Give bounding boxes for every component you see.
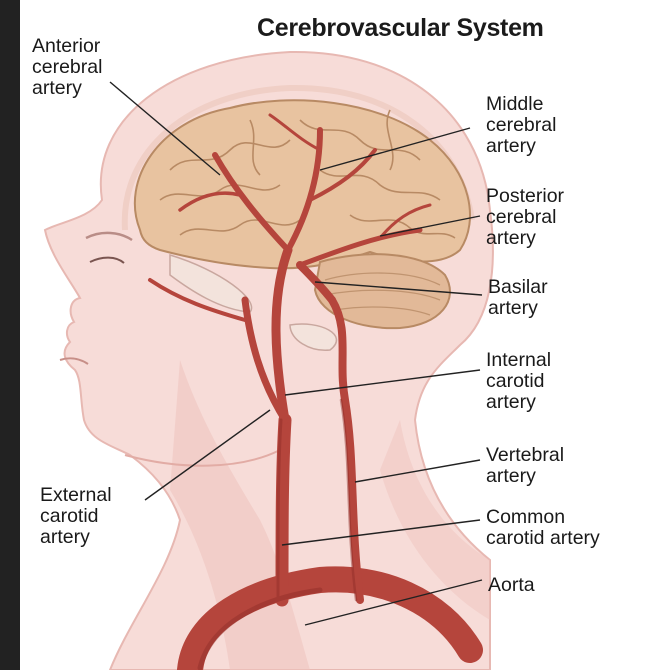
label-aorta: Aorta <box>488 575 535 596</box>
label-line: cerebral <box>32 57 102 78</box>
label-line: Aorta <box>488 575 535 596</box>
label-line: artery <box>486 136 556 157</box>
label-basilar-artery: Basilar artery <box>488 277 548 319</box>
label-line: Middle <box>486 94 556 115</box>
common-carotid-vessel <box>282 420 285 600</box>
label-line: carotid <box>40 506 112 527</box>
label-line: Anterior <box>32 36 102 57</box>
diagram-frame: Cerebrovascular System Anterior cerebral… <box>20 0 654 670</box>
label-line: Vertebral <box>486 445 564 466</box>
label-posterior-cerebral-artery: Posterior cerebral artery <box>486 186 564 249</box>
label-line: carotid artery <box>486 528 600 549</box>
label-line: cerebral <box>486 207 564 228</box>
label-vertebral-artery: Vertebral artery <box>486 445 564 487</box>
label-line: Internal <box>486 350 551 371</box>
label-line: artery <box>486 392 551 413</box>
label-line: artery <box>32 78 102 99</box>
label-line: artery <box>40 527 112 548</box>
label-line: Common <box>486 507 600 528</box>
label-line: Posterior <box>486 186 564 207</box>
anatomy-illustration <box>20 0 654 670</box>
label-line: External <box>40 485 112 506</box>
label-line: Basilar <box>488 277 548 298</box>
label-common-carotid-artery: Common carotid artery <box>486 507 600 549</box>
label-line: artery <box>486 466 564 487</box>
label-anterior-cerebral-artery: Anterior cerebral artery <box>32 36 102 99</box>
label-line: cerebral <box>486 115 556 136</box>
label-line: carotid <box>486 371 551 392</box>
diagram-title: Cerebrovascular System <box>257 14 544 43</box>
label-external-carotid-artery: External carotid artery <box>40 485 112 548</box>
label-line: artery <box>488 298 548 319</box>
label-internal-carotid-artery: Internal carotid artery <box>486 350 551 413</box>
label-line: artery <box>486 228 564 249</box>
label-middle-cerebral-artery: Middle cerebral artery <box>486 94 556 157</box>
